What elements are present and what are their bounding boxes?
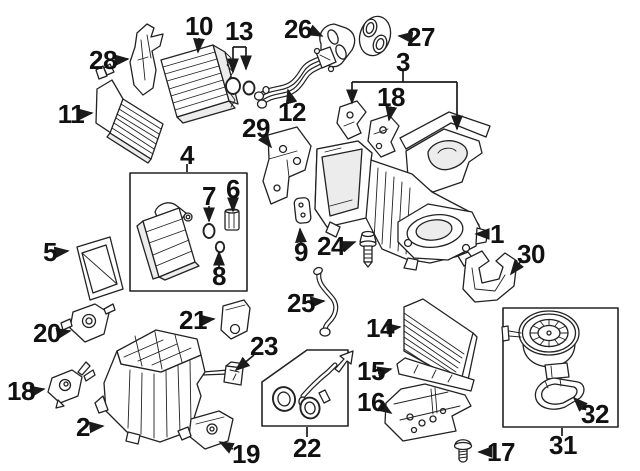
part-32-blower-resistor [534, 377, 585, 410]
arrow-30 [509, 259, 525, 276]
callout-11: 11 [57, 99, 85, 129]
callout-31: 31 [549, 430, 577, 460]
arrow-21 [199, 314, 216, 327]
arrow-24 [340, 241, 357, 253]
part-9-grommet [293, 197, 312, 224]
callout-5: 5 [43, 237, 57, 267]
arrow-28 [113, 54, 130, 67]
callout-15: 15 [357, 356, 385, 386]
arrow-9 [295, 227, 307, 244]
part-4-evaporator-assembly [136, 202, 200, 281]
callout-18-lower: 18 [7, 376, 35, 406]
part-14-filter-panel [403, 298, 478, 381]
part-18-lower-actuator [47, 361, 96, 409]
part-7-o-ring [202, 223, 216, 239]
part-6-expansion-valve [224, 208, 240, 231]
callout-3: 3 [396, 47, 410, 77]
callout-2: 2 [76, 412, 90, 442]
part-13-o-rings [225, 77, 256, 96]
callout-30: 30 [517, 239, 545, 269]
callout-16: 16 [357, 387, 385, 417]
callout-18-upper: 18 [377, 82, 405, 112]
part-11-heater-core [95, 63, 164, 164]
arrow-23 [234, 354, 255, 372]
arrow-27 [397, 31, 414, 44]
part-1-hvac-housing [314, 140, 489, 271]
arrow-16 [376, 400, 393, 414]
callout-14: 14 [366, 313, 394, 343]
part-15-seal-strip [396, 357, 475, 392]
arrow-12 [285, 88, 298, 105]
part-24-bolt [359, 230, 377, 268]
callout-25: 25 [287, 288, 315, 318]
arrow-18-upper [385, 105, 398, 122]
callout-28: 28 [89, 45, 117, 75]
callout-23: 23 [250, 331, 278, 361]
callout-21: 21 [179, 305, 207, 335]
part-17-screw [453, 439, 473, 463]
callout-32: 32 [581, 399, 609, 429]
part-19-actuator [177, 410, 234, 450]
arrow-32 [572, 396, 588, 412]
part-3-left-bracket [336, 100, 367, 140]
callout-29: 29 [242, 113, 270, 143]
part-28-mounting-bracket [129, 23, 164, 96]
callout-7: 7 [202, 181, 216, 211]
arrow-2 [88, 421, 105, 434]
callout-17: 17 [487, 437, 515, 467]
callout-19: 19 [232, 439, 260, 469]
callout-27: 27 [407, 22, 435, 52]
part-16-mounting-tray [384, 383, 472, 442]
arrow-15 [376, 366, 393, 379]
arrow-20 [55, 327, 72, 340]
arrow-18-lower [29, 385, 46, 398]
callout-9: 9 [294, 237, 308, 267]
callout-1: 1 [490, 219, 504, 249]
callout-6: 6 [226, 174, 240, 204]
callout-26: 26 [284, 14, 312, 44]
arrow-11 [77, 108, 94, 121]
callout-4: 4 [180, 140, 194, 170]
part-22-seal-kit [271, 350, 354, 420]
part-29-bracket [262, 126, 312, 205]
group-box-31 [502, 307, 619, 428]
group-box-4 [129, 172, 248, 292]
part-8-o-ring [214, 240, 226, 254]
part-18-upper-actuator [367, 114, 400, 158]
callout-22: 22 [293, 433, 321, 463]
part-3-right-cover [399, 111, 491, 193]
part-21-bracket [220, 299, 251, 340]
arrow-26 [307, 24, 324, 37]
callout-12: 12 [278, 97, 306, 127]
arrow-10 [193, 37, 205, 54]
arrow-25 [309, 296, 326, 309]
bracket-3 [352, 71, 457, 83]
part-20-actuator [60, 303, 116, 343]
part-5-cabin-filter [76, 236, 124, 301]
part-23-temperature-sensor [199, 361, 247, 386]
arrow-14 [385, 322, 402, 335]
part-10-evaporator-core [160, 44, 239, 124]
part-2-lower-housing [94, 329, 206, 445]
part-30-bracket [462, 250, 518, 303]
part-27-double-seal [358, 15, 392, 57]
arrow-5 [53, 246, 70, 259]
arrow-19 [218, 441, 235, 454]
part-31-blower-motor [501, 310, 580, 380]
callout-8: 8 [212, 261, 226, 291]
part-25-drain-tube [313, 266, 339, 337]
callout-10: 10 [185, 11, 213, 41]
arrow-29 [257, 132, 273, 149]
callout-24: 24 [317, 231, 345, 261]
callout-arrows [29, 24, 588, 458]
callout-20: 20 [33, 318, 61, 348]
callout-13: 13 [225, 16, 253, 46]
